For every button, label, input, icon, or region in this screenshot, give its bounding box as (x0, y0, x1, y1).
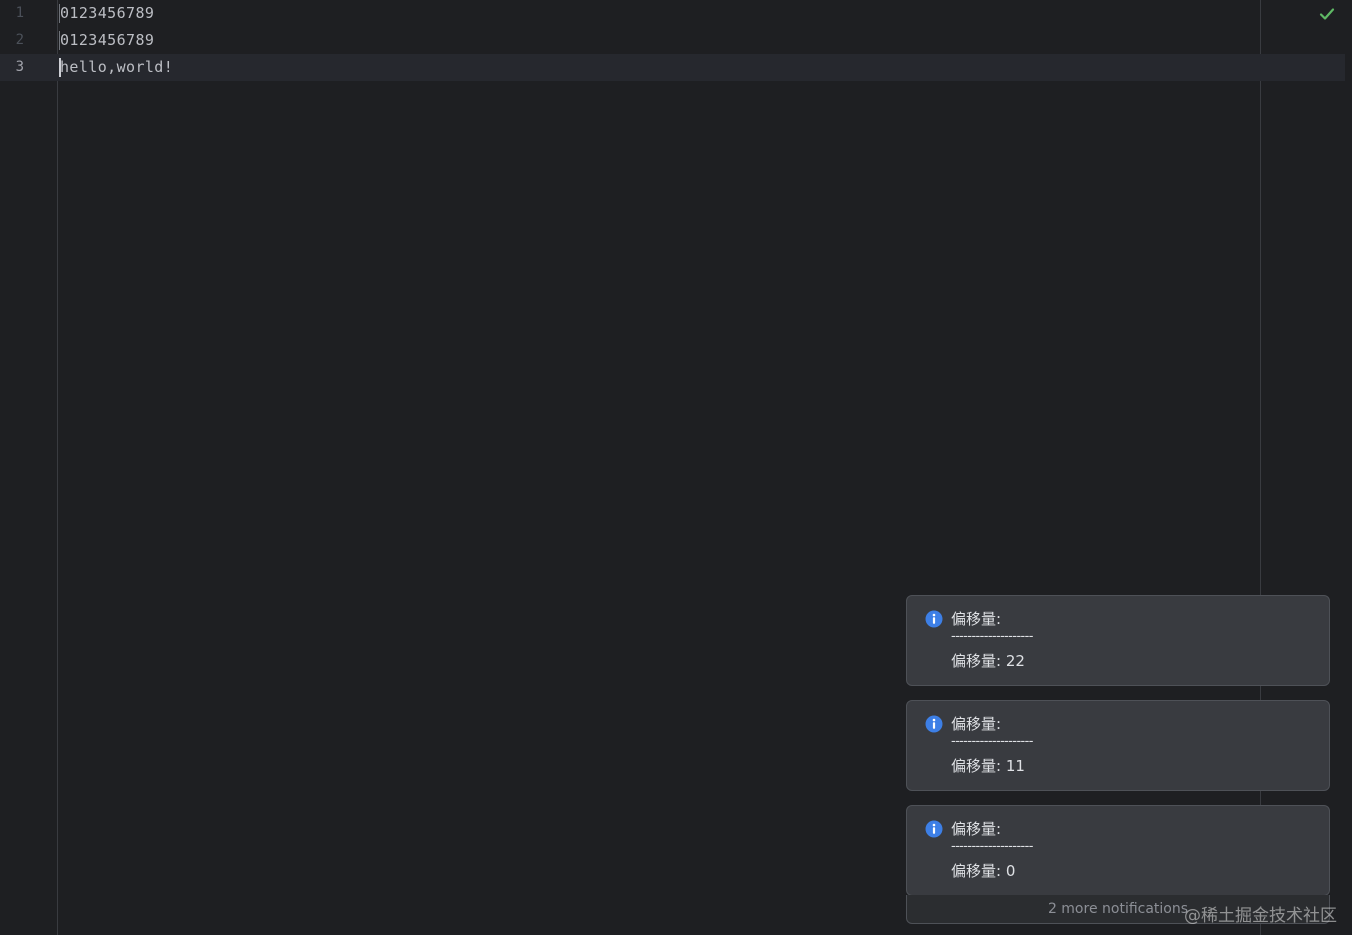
line-number: 3 (15, 59, 24, 75)
notification-body: 偏移量: 0 (951, 862, 1016, 880)
check-icon[interactable] (1318, 5, 1336, 23)
notification-divider: -------------------- (951, 629, 1033, 644)
notification-title: 偏移量: (951, 610, 1002, 628)
notification-divider: -------------------- (951, 734, 1033, 749)
line-text[interactable]: hello,world! (60, 58, 174, 76)
notification-body: 偏移量: 22 (951, 652, 1025, 670)
notification-title: 偏移量: (951, 820, 1002, 838)
line-number: 2 (15, 32, 24, 48)
line-text[interactable]: 0123456789 (60, 4, 155, 22)
secondary-caret (59, 4, 60, 23)
more-notifications-link[interactable]: 2 more notifications (906, 895, 1330, 924)
info-icon (925, 820, 943, 838)
notification-balloon[interactable]: 偏移量: -------------------- 偏移量: 22 (906, 595, 1330, 686)
secondary-caret (59, 31, 60, 50)
editor-line-2[interactable]: 2 0123456789 (0, 27, 1345, 54)
notification-balloon[interactable]: 偏移量: -------------------- 偏移量: 11 (906, 700, 1330, 791)
gutter-divider (57, 0, 58, 935)
notification-divider: -------------------- (951, 839, 1033, 854)
notification-title: 偏移量: (951, 715, 1002, 733)
text-caret (59, 58, 61, 77)
info-icon (925, 610, 943, 628)
info-icon (925, 715, 943, 733)
notification-balloon[interactable]: 偏移量: -------------------- 偏移量: 0 (906, 805, 1330, 896)
notification-body: 偏移量: 11 (951, 757, 1025, 775)
editor-line-1[interactable]: 1 0123456789 (0, 0, 1345, 27)
editor-line-3[interactable]: 3 hello,world! (0, 54, 1345, 81)
right-margin-guide (1260, 0, 1261, 935)
line-number: 1 (15, 5, 24, 21)
watermark-text: @稀土掘金技术社区 (1184, 906, 1337, 926)
line-text[interactable]: 0123456789 (60, 31, 155, 49)
